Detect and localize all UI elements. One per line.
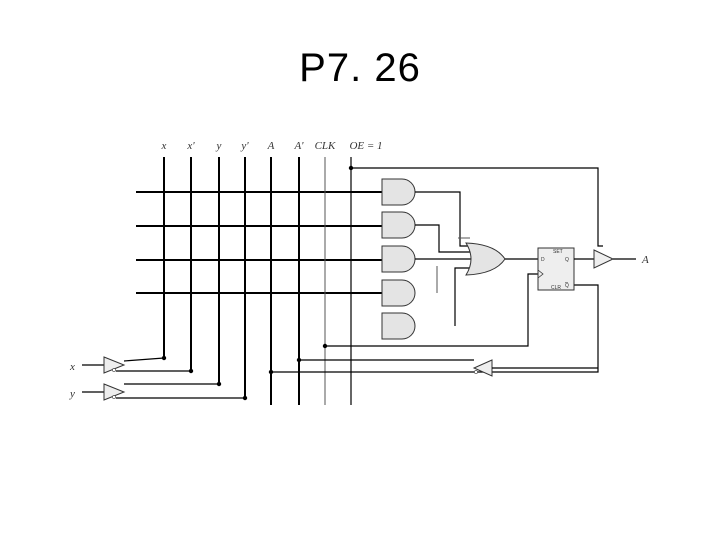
junction-dots [161, 165, 354, 401]
column-label-a-prime: A' [293, 140, 304, 152]
column-label-y: y [216, 140, 222, 152]
input-label-x: x [69, 361, 75, 373]
and-to-or-wiring [415, 191, 472, 326]
input-columns [163, 157, 352, 405]
column-label-a: A [267, 140, 275, 152]
and-gate-2 [381, 211, 416, 239]
column-label-clk: CLK [315, 140, 336, 152]
and-gate-5 [381, 312, 416, 340]
and-gate-3 [381, 245, 416, 273]
and-gate-4 [381, 279, 416, 307]
ff-qbar-label: Q [565, 283, 569, 289]
column-label-oe: OE = 1 [349, 140, 382, 152]
feedback-buffer [472, 359, 493, 377]
ff-d-label: D [541, 257, 545, 263]
or-gate [465, 242, 506, 276]
input-x-true-wire [123, 357, 165, 362]
column-label-x: x [161, 140, 167, 152]
ff-set-label: SET [553, 249, 563, 255]
input-x-buffer [103, 356, 126, 374]
output-label-a: A [641, 254, 649, 266]
d-flipflop: D Q Q SET CLR [537, 247, 575, 291]
column-label-x-prime: x' [186, 140, 195, 152]
output-buffer [593, 249, 615, 269]
ff-clr-label: CLR [551, 285, 561, 291]
input-label-y: y [69, 388, 75, 400]
and-gate-1 [381, 178, 416, 206]
column-label-y-prime: y' [240, 140, 249, 152]
product-term-lines [136, 191, 382, 294]
ff-q-label: Q [565, 257, 569, 263]
input-y-buffer [103, 383, 126, 401]
control-wiring [271, 167, 603, 373]
slide-title: P7. 26 [299, 46, 421, 90]
